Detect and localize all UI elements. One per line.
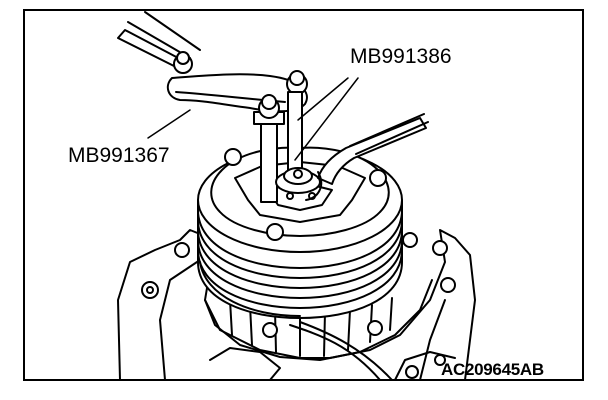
holding-tool-handle: [117, 11, 308, 113]
center-nut: [275, 167, 321, 194]
leader-line-upper-2: [294, 77, 359, 161]
hose: [289, 324, 381, 381]
tool-label-upper: MB991386: [350, 45, 452, 68]
figure-code-label: AC209645AB: [441, 360, 544, 379]
tool-label-lower: MB991367: [68, 144, 170, 167]
leader-line-lower: [147, 109, 191, 139]
holding-tool-pins: [253, 91, 303, 203]
socket-wrench: [305, 113, 429, 201]
leader-line-upper: [297, 77, 349, 121]
